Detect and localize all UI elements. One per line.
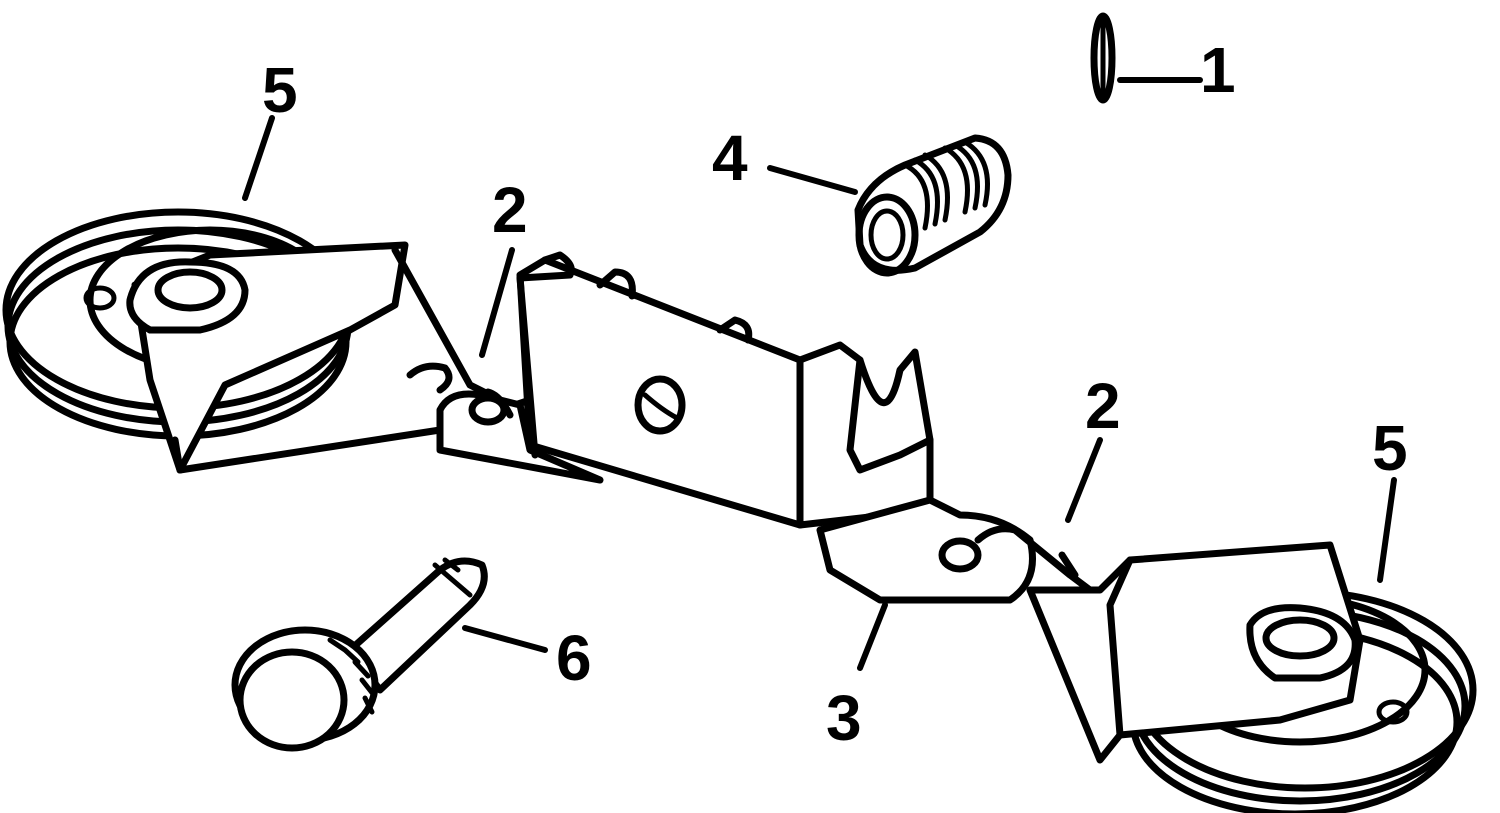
leader-pulley-right bbox=[1377, 477, 1397, 583]
callout-hook-right: 2 bbox=[1085, 370, 1121, 442]
callout-pulley-left: 5 bbox=[262, 54, 298, 126]
bracket-part bbox=[436, 251, 1036, 604]
leader-spring bbox=[767, 165, 858, 195]
leader-pulley-left bbox=[242, 115, 275, 201]
hook-left-part bbox=[391, 246, 514, 419]
leader-bracket bbox=[857, 602, 888, 671]
knob-bolt-part bbox=[231, 557, 488, 752]
callout-knob-bolt: 6 bbox=[556, 622, 592, 694]
callout-hook-left: 2 bbox=[492, 174, 528, 246]
callout-pulley-right: 5 bbox=[1372, 412, 1408, 484]
spring-part bbox=[854, 134, 1012, 277]
leader-lines bbox=[242, 77, 1397, 671]
pulley-left-part bbox=[2, 208, 534, 474]
leader-knob-bolt bbox=[462, 625, 548, 653]
leader-hook-right bbox=[1065, 437, 1103, 523]
callout-bracket: 3 bbox=[826, 682, 862, 754]
callout-spring: 4 bbox=[712, 122, 748, 194]
leader-hook-left bbox=[479, 247, 515, 358]
pin-part bbox=[1090, 12, 1116, 104]
pulley-right-part bbox=[1026, 541, 1477, 813]
callout-labels: 1 2 2 3 4 5 5 6 bbox=[262, 34, 1408, 754]
hook-right-part bbox=[974, 525, 1094, 594]
callout-pin: 1 bbox=[1200, 34, 1236, 106]
